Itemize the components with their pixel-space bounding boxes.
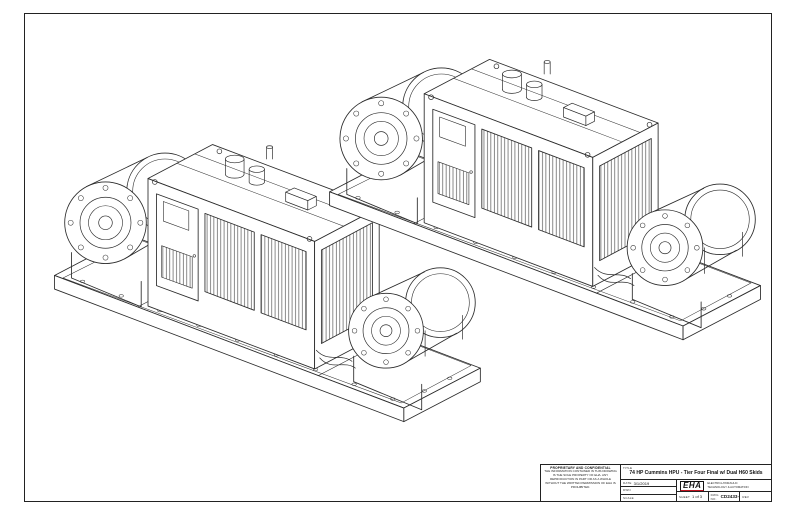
title-block: PROPRIETARY AND CONFIDENTIAL THE INFORMA… <box>540 464 772 502</box>
date-cell: DATE 3/1/2019 <box>621 480 676 488</box>
dwg-no-label: DWG NO. <box>710 492 719 501</box>
title-block-fields: DATE 3/1/2019 DWN SCALE <box>621 480 677 501</box>
rev-label: REV <box>742 494 750 499</box>
drawn-label: DWN <box>623 488 631 493</box>
company-tagline-line2: TECHNOLOGY & AUTOMATION <box>707 484 749 489</box>
proprietary-text: THE INFORMATION CONTAINED IN THIS DRAWIN… <box>544 469 617 489</box>
drawing-title: 74 HP Cummins HPU - Tier Four Final w/ D… <box>629 470 763 476</box>
date-label: DATE <box>623 481 632 486</box>
scale-cell: SCALE <box>621 495 676 501</box>
company-tagline: ELECTRO-HYDRAULIC TECHNOLOGY & AUTOMATIO… <box>707 481 749 489</box>
dwg-row: SHEET 1 of 3 DWG NO. CD2433-20834GA [H50… <box>677 492 771 501</box>
company-logo: EHA ELECTRO-HYDRAULIC TECHNOLOGY & AUTOM… <box>677 480 771 492</box>
sheet-border <box>24 13 772 502</box>
title-cell: TITLE 74 HP Cummins HPU - Tier Four Fina… <box>621 465 771 480</box>
dwg-no-cell: DWG NO. CD2433-20834GA [H50] <box>709 492 740 501</box>
drawing-number: CD2433-20834GA [H50] <box>720 494 740 499</box>
drawn-cell: DWN <box>621 487 676 495</box>
eha-logo-text: EHA <box>680 480 705 491</box>
scale-label: SCALE <box>623 495 634 500</box>
proprietary-heading: PROPRIETARY AND CONFIDENTIAL <box>550 466 611 470</box>
title-label: TITLE <box>623 466 633 470</box>
title-block-main: TITLE 74 HP Cummins HPU - Tier Four Fina… <box>621 465 771 501</box>
proprietary-note: PROPRIETARY AND CONFIDENTIAL THE INFORMA… <box>541 465 621 501</box>
date-value: 3/1/2019 <box>633 480 650 486</box>
title-block-bottom: DATE 3/1/2019 DWN SCALE EHA <box>621 480 771 501</box>
company-tagline-line1: ELECTRO-HYDRAULIC <box>707 481 738 486</box>
sheet-label: SHEET <box>679 494 691 499</box>
rev-cell: REV <box>739 492 771 501</box>
title-block-right: EHA ELECTRO-HYDRAULIC TECHNOLOGY & AUTOM… <box>677 480 771 501</box>
sheet-value: 1 of 3 <box>692 494 703 499</box>
sheet-cell: SHEET 1 of 3 <box>677 492 709 501</box>
